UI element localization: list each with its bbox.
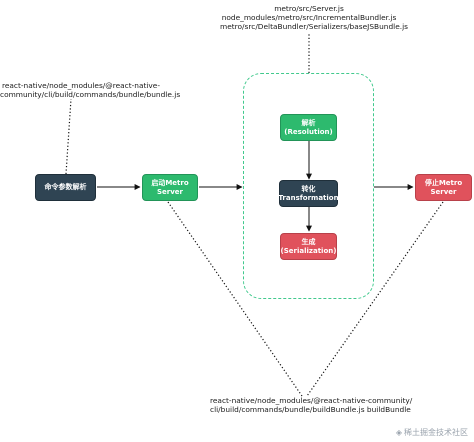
node-label: Server xyxy=(156,187,183,196)
note-build-bundle-file: react-native/node_modules/@react-native-… xyxy=(210,396,413,414)
dotted-note-bundle xyxy=(65,98,72,175)
node-serialization: 生成 (Serialization) xyxy=(280,233,337,260)
juejin-logo-icon: ◈ xyxy=(395,428,402,437)
note-line: metro/src/Server.js xyxy=(274,4,344,13)
node-label: (Transformation) xyxy=(275,193,342,202)
node-label: 命令参数解析 xyxy=(44,183,87,191)
note-line: metro/src/DeltaBundler/Serializers/baseJ… xyxy=(220,22,409,31)
node-label: (Serialization) xyxy=(280,246,337,255)
metro-server-group xyxy=(243,73,374,299)
node-label: 生成 xyxy=(301,237,316,246)
node-label: 解析 xyxy=(301,118,316,127)
node-label: 启动Metro xyxy=(151,178,189,187)
note-line: react-native/node_modules/@react-native-… xyxy=(210,396,413,405)
node-transformation: 转化 (Transformation) xyxy=(275,180,342,207)
watermark-text: 稀土掘金技术社区 xyxy=(404,428,468,437)
node-label: 停止Metro xyxy=(424,178,463,187)
node-label: 转化 xyxy=(301,184,316,193)
note-bundle-file: react-native/node_modules/@react-native-… xyxy=(0,81,181,99)
node-start-metro: 启动Metro Server xyxy=(142,174,198,201)
node-label: (Resolution) xyxy=(284,127,333,136)
note-line: node_modules/metro/src/IncrementalBundle… xyxy=(221,13,397,22)
note-line: cli/build/commands/bundle/buildBundle.js… xyxy=(210,405,411,414)
node-resolution: 解析 (Resolution) xyxy=(280,114,337,141)
node-label: Server xyxy=(430,187,457,196)
note-server-files: metro/src/Server.js node_modules/metro/s… xyxy=(220,4,409,31)
node-parse-args: 命令参数解析 xyxy=(35,174,96,201)
note-line: react-native/node_modules/@react-native- xyxy=(1,81,161,90)
watermark: ◈稀土掘金技术社区 xyxy=(396,427,468,438)
note-line: community/cli/build/commands/bundle/bund… xyxy=(0,90,181,99)
dotted-stop-to-buildbundle xyxy=(306,201,444,397)
node-stop-metro: 停止Metro Server xyxy=(415,174,472,201)
